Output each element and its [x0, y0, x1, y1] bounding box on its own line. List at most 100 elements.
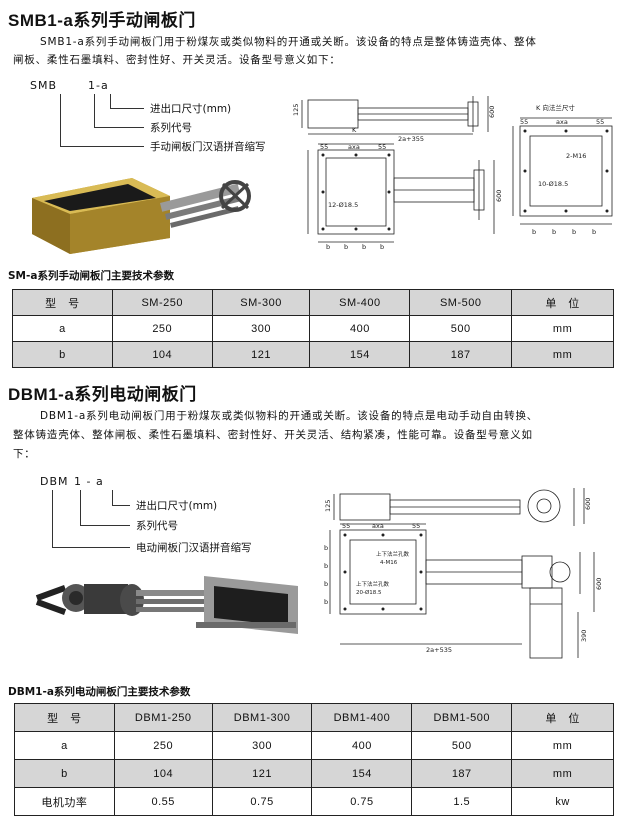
- table-row: 电机功率 0.55 0.75 0.75 1.5 kw: [14, 787, 614, 816]
- smb-flange-holes: 10-Ø18.5: [538, 180, 568, 188]
- dbm-dim-b1: b: [324, 544, 328, 552]
- smb-dim-b2: b: [344, 243, 348, 251]
- dbm-legend-size: 进出口尺寸(mm): [136, 500, 218, 512]
- sm-header-300: SM-300: [211, 289, 311, 316]
- dbm-description-line-3: 下：: [13, 448, 36, 460]
- table-cell: 0.55: [113, 787, 213, 816]
- table-row: a 250 300 400 500 mm: [14, 731, 614, 760]
- table-row: a 250 300 400 500 mm: [12, 315, 614, 342]
- table-cell: 121: [211, 341, 311, 368]
- table-cell: 0.75: [211, 787, 313, 816]
- table-cell: 154: [309, 341, 411, 368]
- dbm-dim-55-right: 55: [412, 522, 420, 530]
- smb-flange-axa: axa: [556, 118, 568, 126]
- smb-description-line-1: SMB1-a系列手动闸板门用于粉煤灰或类似物料的开通或关断。该设备的特点是整体铸…: [40, 36, 537, 48]
- sm-header-250: SM-250: [111, 289, 213, 316]
- smb-flange-b1: b: [532, 228, 536, 236]
- table-cell: 250: [113, 731, 213, 760]
- smb-code-suffix: 1-a: [88, 79, 109, 92]
- table-row: b 104 121 154 187 mm: [12, 341, 614, 368]
- smb-legend-size: 进出口尺寸(mm): [150, 103, 232, 115]
- smb-dim-b1: b: [326, 243, 330, 251]
- smb-legend-connector-2h: [94, 127, 144, 128]
- smb-legend-connector-1h: [110, 108, 144, 109]
- dbm-dim-2a535: 2a+535: [426, 646, 452, 654]
- smb-k-label: K: [352, 126, 357, 134]
- smb-flange-title: K 向法兰尺寸: [536, 103, 575, 112]
- smb-legend-connector-2: [94, 94, 95, 127]
- dbm-dim-b4: b: [324, 598, 328, 606]
- dbm-dim-55-left: 55: [342, 522, 350, 530]
- dbm-flange-label-2: 上下法兰孔数: [356, 580, 390, 588]
- dbm-technical-drawing: 125 600 55 axa 55 b b b b 2a+535 600 390…: [324, 488, 603, 659]
- sm-table-title: SM-a系列手动闸板门主要技术参数: [8, 270, 174, 282]
- smb-legend-abbr: 手动闸板门汉语拼音缩写: [150, 141, 266, 153]
- dbm-dim-125: 125: [324, 500, 332, 512]
- dbm-legend-connector-2: [80, 490, 81, 525]
- dbm-description-line-2: 整体铸造壳体、整体闸板、柔性石墨填料、密封性好、开关灵活、结构紧凑，性能可靠。设…: [13, 429, 533, 441]
- dbm-dim-390: 390: [580, 630, 588, 642]
- table-cell: 121: [211, 759, 313, 788]
- dbm-description-line-1: DBM1-a系列电动闸板门用于粉煤灰或类似物料的开通或关断。该设备的特点是电动手…: [40, 410, 539, 422]
- dbm-flange-holes: 20-Ø18.5: [356, 589, 382, 596]
- dbm-header-unit: 单 位: [511, 703, 614, 732]
- table-cell: mm: [511, 731, 614, 760]
- table-cell: 1.5: [411, 787, 513, 816]
- dbm-section-title: DBM1-a系列电动闸板门: [8, 385, 197, 404]
- smb-legend-connector-3h: [60, 146, 144, 147]
- sm-table-header-row: 型 号 SM-250 SM-300 SM-400 SM-500 单 位: [12, 289, 614, 316]
- sm-header-unit: 单 位: [511, 289, 614, 316]
- smb-dim-b4: b: [380, 243, 384, 251]
- table-cell: b: [14, 759, 115, 788]
- smb-dim-125: 125: [292, 104, 300, 116]
- smb-flange-55-left: 55: [520, 118, 528, 126]
- sm-header-400: SM-400: [309, 289, 411, 316]
- dbm-legend-connector-3: [52, 490, 53, 547]
- smb-technical-drawing: 125 600 K 2a+355 55 axa 55 b b b b 600 1…: [292, 96, 613, 251]
- dbm-dim-axa: axa: [372, 522, 384, 530]
- table-cell: b: [12, 341, 113, 368]
- dbm-legend-connector-1h: [112, 505, 130, 506]
- table-cell: a: [14, 731, 115, 760]
- table-cell: 400: [309, 315, 411, 342]
- table-cell: kw: [511, 787, 614, 816]
- smb-dim-b3: b: [362, 243, 366, 251]
- smb-dim-axa: axa: [348, 143, 360, 151]
- smb-section-title: SMB1-a系列手动闸板门: [8, 11, 196, 30]
- dbm-spec-table: 型 号 DBM1-250 DBM1-300 DBM1-400 DBM1-500 …: [14, 703, 614, 816]
- table-cell: a: [12, 315, 113, 342]
- smb-flange-m16: 2-M16: [566, 152, 586, 160]
- dbm-flange-label-1: 上下法兰孔数: [376, 550, 410, 558]
- smb-legend-connector-3: [60, 94, 61, 146]
- table-cell: 187: [409, 341, 513, 368]
- smb-dim-55-left: 55: [320, 143, 328, 151]
- dbm-header-300: DBM1-300: [211, 703, 313, 732]
- dbm-legend-series: 系列代号: [136, 520, 178, 532]
- smb-dim-600-top: 600: [488, 106, 496, 118]
- smb-flange-b3: b: [572, 228, 576, 236]
- table-cell: mm: [511, 759, 614, 788]
- dbm-code-suffix: 1 - a: [74, 475, 104, 488]
- smb-dim-2a355: 2a+355: [398, 135, 424, 143]
- table-cell: mm: [511, 341, 614, 368]
- dbm-dim-600-side: 600: [595, 578, 603, 590]
- table-cell: mm: [511, 315, 614, 342]
- dbm-gate-photo: [35, 576, 298, 634]
- smb-legend-series: 系列代号: [150, 122, 192, 134]
- dbm-legend-connector-2h: [80, 525, 130, 526]
- dbm-dim-b3: b: [324, 580, 328, 588]
- dbm-flange-m16: 4-M16: [380, 560, 398, 566]
- table-row: b 104 121 154 187 mm: [14, 759, 614, 788]
- smb-flange-55-right: 55: [596, 118, 604, 126]
- smb-flange-b4: b: [592, 228, 596, 236]
- table-cell: 104: [111, 341, 213, 368]
- sm-header-500: SM-500: [409, 289, 513, 316]
- dbm-legend-connector-1: [112, 490, 113, 505]
- table-cell: 电机功率: [14, 787, 115, 816]
- sm-header-model: 型 号: [12, 289, 113, 316]
- smb-dim-holes: 12-Ø18.5: [328, 201, 358, 209]
- dbm-code-prefix: DBM: [40, 475, 69, 488]
- dbm-legend-connector-3h: [52, 547, 130, 548]
- smb-dim-55-right: 55: [378, 143, 386, 151]
- table-cell: 300: [211, 315, 311, 342]
